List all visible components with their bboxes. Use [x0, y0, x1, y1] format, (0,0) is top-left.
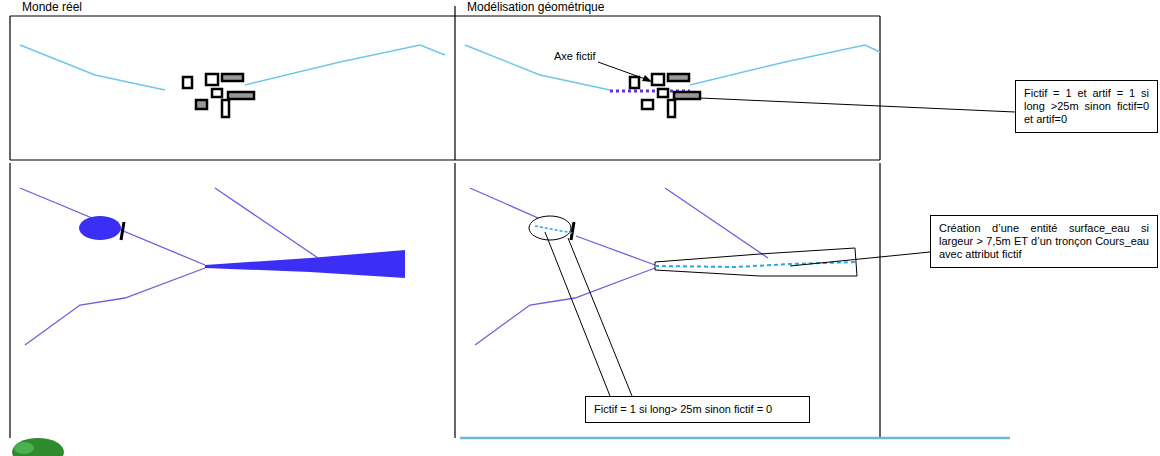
callout-box: Fictif = 1 et artif = 1 si long >25m sin… [1015, 80, 1158, 133]
annotation-label: Axe fictif [552, 50, 598, 62]
panel-heading: Monde réel [20, 0, 84, 14]
callout-box: Fictif = 1 si long> 25m sinon fictif = 0 [585, 396, 810, 423]
callout-text: Fictif = 1 si long> 25m sinon fictif = 0 [594, 403, 801, 416]
callout-box: Création d’une entité surface_eau si lar… [930, 215, 1158, 268]
callout-text: Fictif = 1 et artif = 1 si long >25m sin… [1024, 87, 1149, 126]
callout-text: Création d’une entité surface_eau si lar… [939, 222, 1149, 261]
panel-heading: Modélisation géométrique [465, 0, 606, 14]
